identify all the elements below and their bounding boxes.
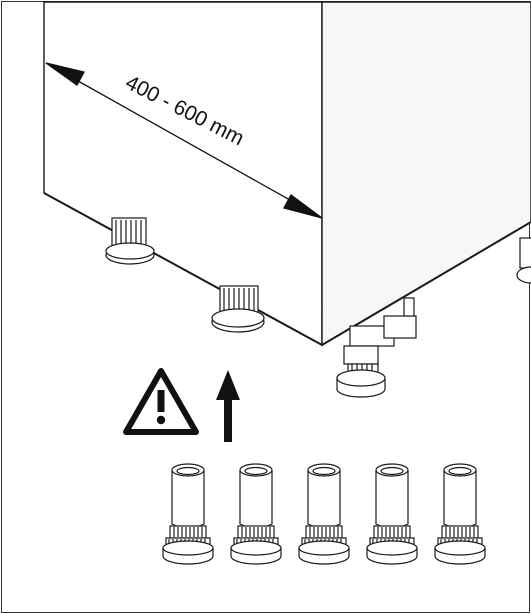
loose-leveling-foot: [230, 463, 282, 565]
loose-leveling-foot: [162, 463, 214, 565]
mounted-foot-corner: [336, 297, 417, 398]
mounted-foot-right: [516, 237, 531, 284]
mounted-foot-left-rear: [105, 217, 155, 265]
dimension-arrow-left-icon: [45, 62, 85, 86]
loose-leveling-foot: [434, 463, 486, 565]
dimension-arrow-right-icon: [283, 194, 323, 219]
cabinet-side-face: [321, 1, 531, 347]
warning-triangle-icon: [123, 368, 199, 435]
arrow-up-icon: [216, 370, 240, 442]
cabinet: [43, 1, 531, 347]
dimension-line: [45, 62, 323, 219]
cabinet-front-face: [43, 1, 323, 347]
loose-feet-group: [162, 463, 486, 565]
loose-leveling-foot: [366, 463, 418, 565]
mounted-foot-left-front: [211, 285, 265, 333]
loose-leveling-foot: [298, 463, 350, 565]
